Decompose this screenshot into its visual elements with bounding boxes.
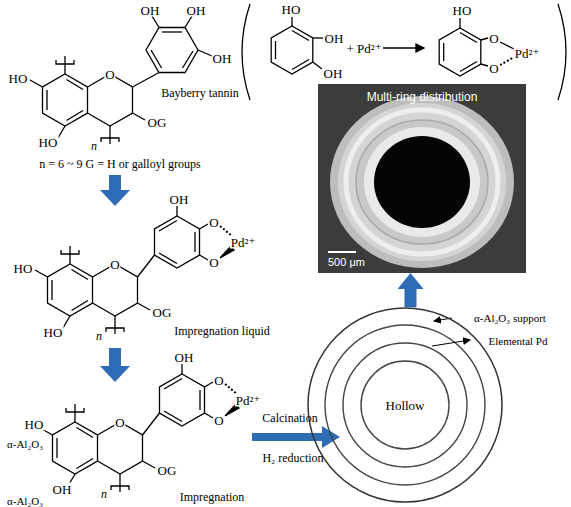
leader-label: α-Al₂O₃ support [474, 313, 546, 324]
panel-title: Multi-ring distribution [367, 91, 478, 103]
atom-label: OG [157, 464, 178, 477]
atom-label: OG [147, 116, 168, 129]
atom-label: O [488, 32, 499, 45]
atom-label: O [213, 374, 224, 387]
atom-label: HO [24, 418, 45, 431]
ring-circle [308, 308, 502, 502]
atom-label: O [208, 216, 219, 229]
structure-note: n = 6 ~ 9 G = H or galloyl groups [39, 158, 200, 170]
atom-label: O [114, 416, 125, 429]
atom-label: OG [152, 306, 173, 319]
repeat-index: n [96, 330, 102, 342]
atom-label: Pd²⁺ [235, 394, 262, 407]
atom-label: HO [43, 326, 64, 339]
atom-label: O [109, 258, 120, 271]
repeat-index: n [101, 488, 107, 500]
atom-label: OH [52, 483, 73, 496]
atom-label: HO [452, 4, 473, 17]
atom-label: OH [323, 67, 344, 80]
atom-label: OH [324, 32, 345, 45]
process-step: H₂ reduction [262, 452, 323, 464]
atom-label: OH [186, 4, 207, 17]
scale-bar-label: 500 μm [328, 257, 365, 268]
ring-label: Hollow [386, 399, 425, 412]
atom-label: HO [13, 262, 34, 275]
atom-label: Pd²⁺ [230, 236, 257, 249]
atom-label: Pd²⁺ [514, 47, 541, 60]
atom-label: HO [38, 136, 59, 149]
leader-label: Elemental Pd [489, 336, 548, 347]
compound-name: Bayberry tannin [161, 87, 239, 99]
atom-label: OH [212, 52, 233, 65]
micrograph-panel: Multi-ring distribution 500 μm [318, 84, 526, 273]
stage-label: Impregnation [180, 491, 245, 503]
flow-arrow [398, 273, 424, 307]
atom-label: OH [174, 351, 195, 364]
atom-label: O [488, 62, 499, 75]
support-label: α-Al₂O₃ [7, 496, 43, 507]
ring-diagram: Hollow [307, 307, 503, 503]
atom-label: OH [140, 4, 161, 17]
atom-label: OH [169, 193, 190, 206]
reagent-label: + Pd²⁺ [346, 42, 381, 55]
support-label: α-Al₂O₃ [7, 439, 43, 450]
atom-label: HO [281, 3, 302, 16]
atom-label: O [213, 414, 224, 427]
atom-label: O [208, 256, 219, 269]
process-step: Calcination [262, 412, 317, 424]
repeat-index: n [91, 140, 97, 152]
atom-label: HO [8, 72, 29, 85]
stage-label: Impregnation liquid [174, 325, 270, 337]
atom-label: O [104, 68, 115, 81]
